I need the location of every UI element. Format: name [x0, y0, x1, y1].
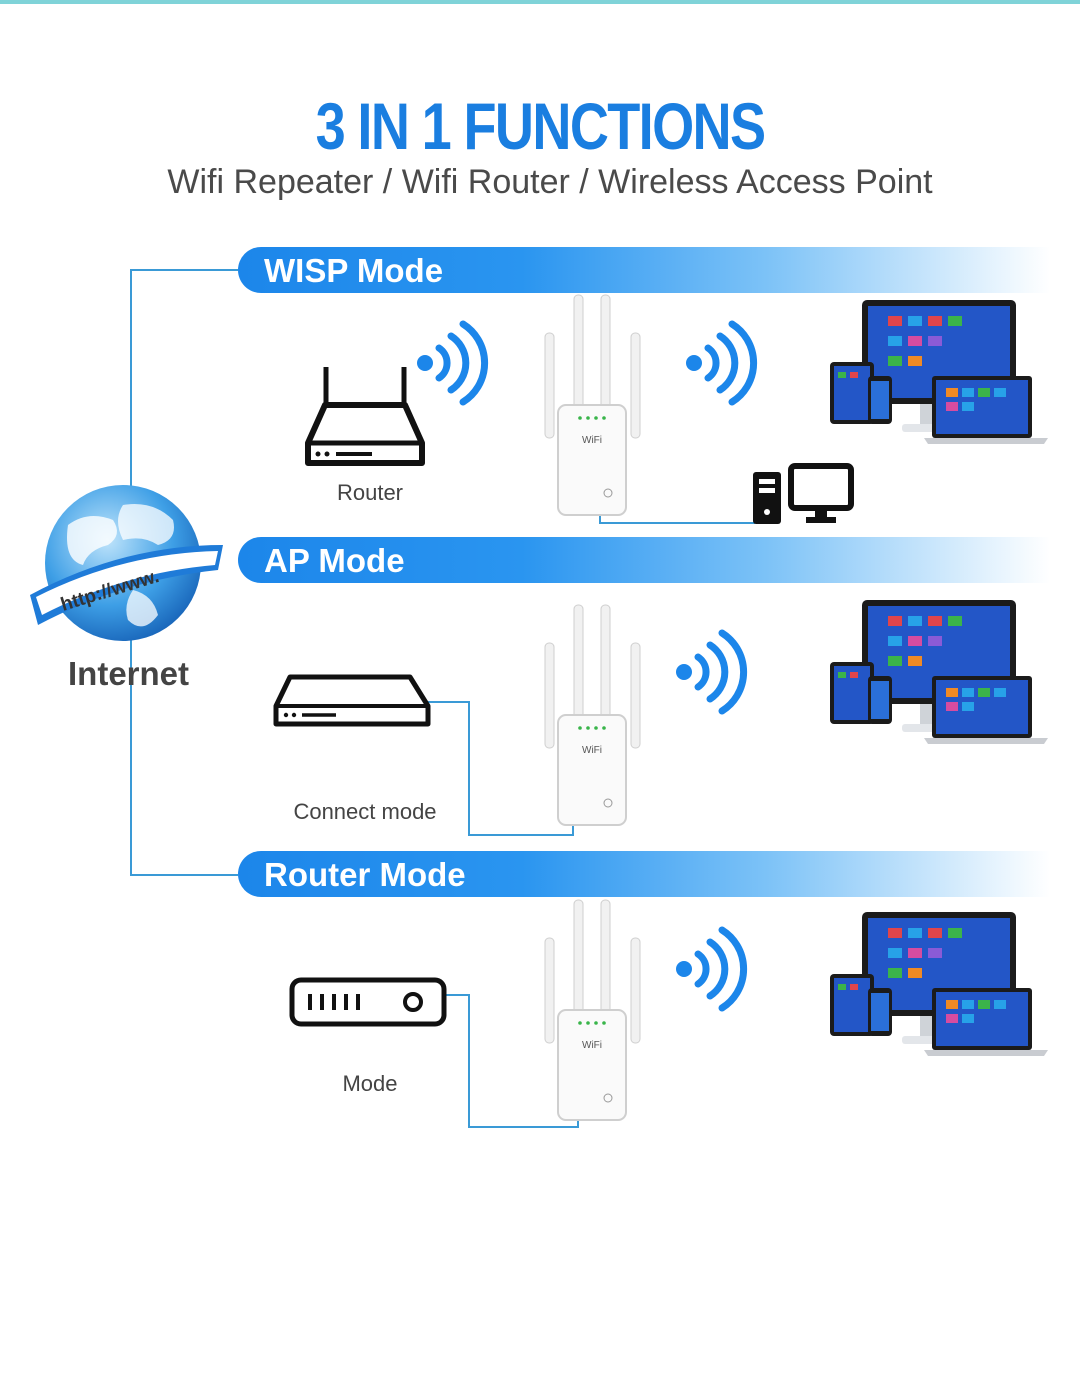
page-title: 3 IN 1 FUNCTIONS — [315, 89, 767, 163]
router-icon — [305, 367, 425, 466]
router-mode-band: Router Mode — [238, 851, 1050, 897]
wifi-signal-icon — [676, 629, 748, 715]
repeater-icon: WiFi — [544, 899, 641, 1121]
ap-mode-title: AP Mode — [264, 542, 405, 579]
ap-source-label: Connect mode — [293, 799, 437, 824]
repeater-icon: WiFi — [544, 294, 641, 516]
wisp-source-label: Router — [336, 480, 404, 505]
devices-icon — [830, 300, 1048, 444]
router-mode-source-label: Mode — [342, 1071, 398, 1096]
repeater-icon: WiFi — [544, 604, 641, 826]
wifi-signal-icon — [686, 320, 758, 406]
wisp-mode-band: WISP Mode — [238, 247, 1050, 293]
wisp-mode-title: WISP Mode — [264, 252, 444, 289]
router-mode-title: Router Mode — [264, 856, 466, 893]
switch-icon — [273, 674, 431, 727]
wifi-signal-icon — [676, 926, 748, 1012]
devices-icon — [830, 912, 1048, 1056]
internet-label: Internet — [68, 655, 190, 692]
repeater-brand: WiFi — [582, 1040, 602, 1051]
wifi-signal-icon — [417, 320, 489, 406]
ap-mode-band: AP Mode — [238, 537, 1050, 583]
globe-icon: http://www. — [30, 485, 223, 641]
devices-icon — [830, 600, 1048, 744]
repeater-brand: WiFi — [582, 435, 602, 446]
repeater-brand: WiFi — [582, 745, 602, 756]
top-accent-bar — [0, 0, 1080, 4]
modem-icon — [289, 977, 447, 1027]
page-subtitle: Wifi Repeater / Wifi Router / Wireless A… — [167, 163, 933, 201]
desktop-pc-icon — [753, 463, 854, 524]
